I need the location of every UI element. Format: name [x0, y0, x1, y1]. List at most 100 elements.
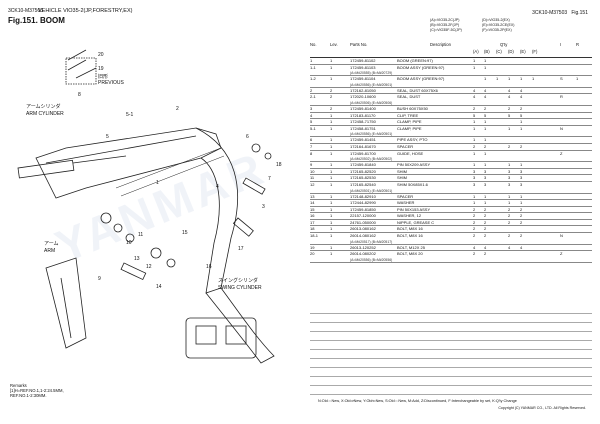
col-f: (F) [532, 49, 538, 54]
col-e: (E) [520, 49, 526, 54]
qty-a: 1 [473, 150, 476, 156]
part-number: 172459-81400 [350, 105, 376, 111]
ref-no: 14 [310, 200, 315, 206]
previous-label: PREVIOUS [98, 80, 125, 86]
figure-title: Fig.151. BOOM [8, 16, 65, 25]
level: 1 [330, 162, 333, 168]
description: SEAL, DUST [397, 94, 421, 100]
callout-1: 1 [156, 180, 159, 186]
description: BOOM (GREEN:97) [397, 58, 433, 63]
qty-b: 1 [484, 64, 487, 70]
qty-b: 2 [484, 233, 487, 239]
serial-note: (A=M#20517) (B=M#20517) [310, 240, 592, 245]
ref-no: 3 [310, 105, 313, 111]
callout-9: 9 [98, 276, 101, 282]
serial-range: (A=M#20506) (E=M#20506) [350, 100, 393, 105]
ref-no: 16 [310, 213, 315, 219]
ref-no: 1-1 [310, 64, 316, 70]
part-number: 172183-81170 [350, 112, 376, 118]
part-number: 172459-81103 [350, 64, 376, 70]
qty-a: 2 [473, 143, 476, 149]
interchange-code: Z [560, 251, 563, 257]
variant-legend: (A)=VIO35-2C(JP) (B)=VIO35-2F(JP) (C)=VI… [430, 18, 514, 33]
callout-18: 18 [276, 162, 282, 168]
qty-a: 1 [473, 125, 476, 131]
callout-8: 8 [78, 92, 81, 98]
qty-c: 1 [496, 76, 499, 82]
boom-exploded-diagram: 20 19 8 5-1 2 9 14 11 10 15 16 17 18 6 7… [17, 49, 282, 364]
description: SPACER [397, 143, 414, 149]
callout-11: 11 [138, 232, 143, 238]
level: 1 [330, 119, 333, 125]
level: 1 [330, 251, 333, 257]
change-legend: N:Old⇔New, X:Old⇒New, Y:Old⇐New, S:Old⇔N… [318, 399, 517, 403]
qty-b: 3 [484, 181, 487, 187]
variant-e: (E)=VIO35-2CE(EX) [482, 23, 515, 27]
qty-a: 3 [473, 168, 476, 174]
qty-d: 3 [508, 168, 511, 174]
ref-no: 18-1 [310, 233, 319, 239]
description: BOOM ASSY (GREEN:97) [397, 76, 445, 82]
part-number: 172459-81700 [350, 150, 376, 156]
ref-no: 17 [310, 219, 315, 225]
ref-no: 2-1 [310, 94, 316, 100]
col-i: I [560, 42, 562, 47]
arm-label: ARM [44, 248, 55, 254]
serial-range: (A=M#20556) (E=M#20501) [350, 132, 393, 137]
qty-d: 2 [508, 143, 511, 149]
callout-16: 16 [206, 264, 212, 270]
part-number: 172459-81104 [350, 76, 376, 82]
part-number: 172444-82990 [350, 200, 376, 206]
description: CLAMP, PIPE [397, 119, 422, 125]
col-c: (C) [496, 49, 502, 54]
qty-d: 5 [508, 112, 511, 118]
copyright: Copyright (C) YANMAR CO., LTD. All Right… [498, 406, 586, 410]
part-number: 26014-080202 [350, 251, 376, 257]
ref-no: 13 [310, 193, 315, 199]
level: 2 [330, 87, 333, 93]
level: 1 [330, 181, 333, 187]
callout-13: 13 [134, 256, 140, 262]
part-number: 172459-81850 [350, 206, 376, 212]
part-number: 26013-120252 [350, 244, 376, 250]
part-number: 172458-81751 [350, 125, 376, 131]
description: BUSH 60X75X50 [397, 105, 428, 111]
parts-table: No. Lev. Parts No. Description Q'ty (A) … [310, 42, 592, 263]
ref-no: 8 [310, 150, 313, 156]
ref-no: 5 [310, 119, 313, 125]
qty-d: 3 [508, 181, 511, 187]
qty-b: 1 [484, 137, 487, 143]
level: 1 [330, 150, 333, 156]
part-number: 172459-81451 [350, 137, 376, 143]
qty-b: 2 [484, 219, 487, 225]
description: CLIP, TREE [397, 112, 419, 118]
right-header: 3CK10-M37503 Fig.151 [532, 10, 588, 16]
part-number: 172165-82520 [350, 168, 376, 174]
level: 1 [330, 64, 333, 70]
part-number: 26014-080162 [350, 233, 376, 239]
qty-a: 1 [473, 64, 476, 70]
description: NIPPLE, GREASE C [397, 219, 435, 225]
qty-a: 2 [473, 105, 476, 111]
qty-b: 2 [484, 143, 487, 149]
qty-a: 1 [473, 58, 476, 63]
arm-jp-label: アーム [44, 241, 59, 247]
variant-b: (B)=VIO35-2F(JP) [430, 23, 460, 27]
qty-a: 2 [473, 206, 476, 212]
qty-b: 4 [484, 94, 487, 100]
callout-2: 2 [176, 106, 179, 112]
callout-4: 4 [216, 184, 219, 190]
level: 1 [330, 226, 333, 232]
qty-b: 1 [484, 162, 487, 168]
qty-b: 1 [484, 125, 487, 131]
variant-a: (A)=VIO35-2C(JP) [430, 18, 460, 22]
part-number: 172164-81670 [350, 143, 376, 149]
level: 2 [330, 105, 333, 111]
qty-e: 5 [520, 112, 523, 118]
callout-7: 7 [268, 176, 271, 182]
